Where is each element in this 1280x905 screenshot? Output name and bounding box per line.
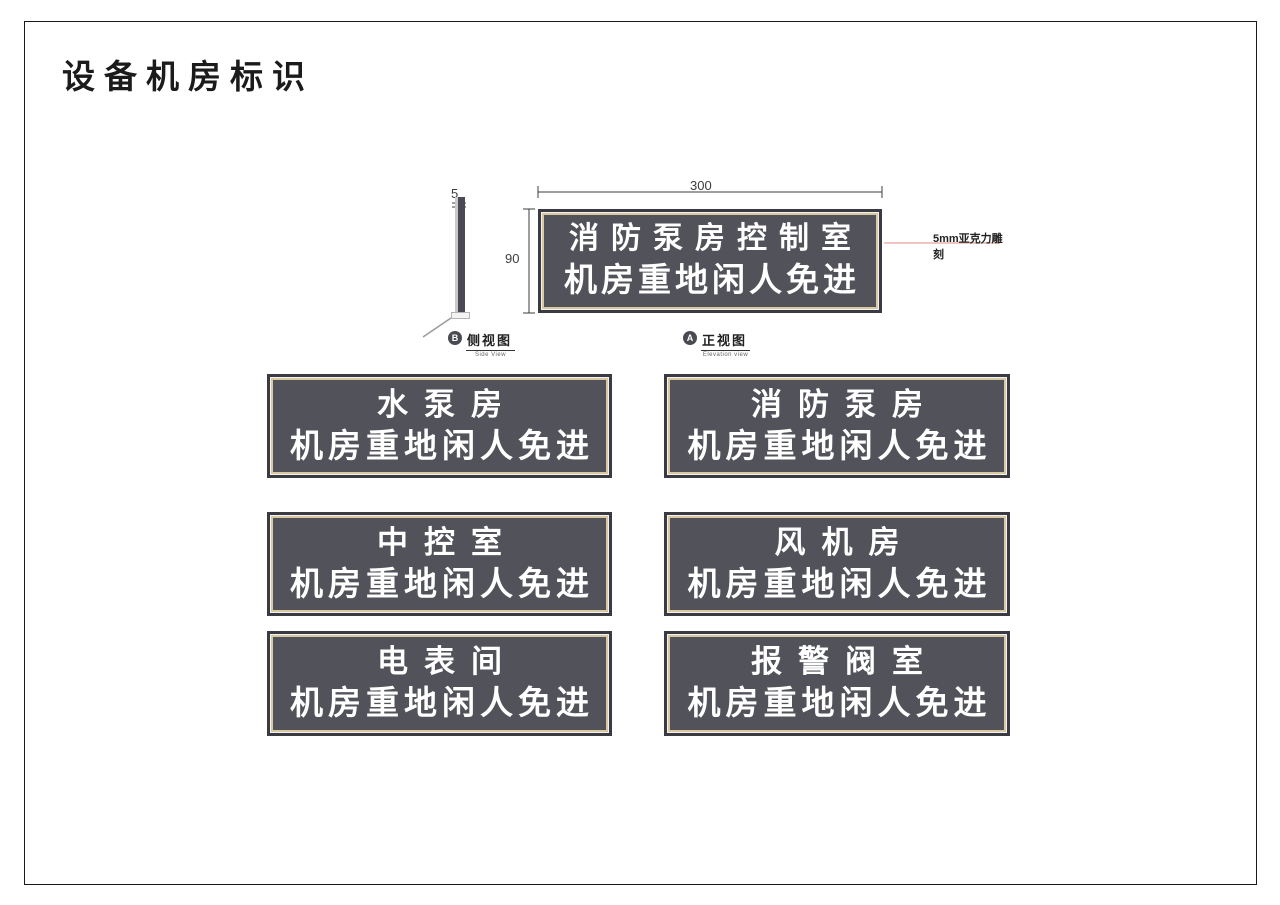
sign-room-name: 电表间: [377, 644, 518, 680]
front-view-label-en: Elevation view: [702, 352, 749, 358]
sign-warning: 机房重地闲人免进: [687, 564, 992, 602]
side-thickness-dimension: 5: [451, 186, 459, 201]
sign-plate-alarm-valve-room: 报警阀室 机房重地闲人免进: [664, 631, 1010, 736]
front-view-sign: 消防泵房控制室 机房重地闲人免进: [538, 209, 882, 313]
sign-warning: 机房重地闲人免进: [290, 426, 594, 464]
sign-room-name: 中控室: [377, 524, 518, 560]
front-view-sign-room-name: 消防泵房控制室: [569, 222, 863, 256]
material-annotation: 5mm亚克力雕刻: [933, 233, 1003, 261]
sign-room-name: 水泵房: [377, 386, 518, 422]
sign-warning: 机房重地闲人免进: [290, 564, 594, 602]
sign-plate-electric-meter-room: 电表间 机房重地闲人免进: [267, 631, 612, 736]
width-dimension-value: 300: [690, 178, 712, 193]
sign-warning: 机房重地闲人免进: [687, 684, 992, 722]
page-title: 设备机房标识: [62, 58, 314, 95]
front-view-badge: A: [683, 331, 697, 345]
side-view-badge: B: [448, 331, 462, 345]
sign-plate-water-pump-room: 水泵房 机房重地闲人免进: [267, 374, 612, 478]
side-view-label-en: Side View: [474, 352, 507, 358]
front-view-label: A 正视图 Elevation view: [683, 330, 751, 358]
front-view-label-cn: 正视图: [701, 330, 751, 351]
sign-warning: 机房重地闲人免进: [290, 684, 594, 722]
page-border: [24, 21, 1257, 885]
side-view-label-cn: 侧视图: [466, 330, 516, 351]
sign-plate-fan-room: 风机房 机房重地闲人免进: [664, 512, 1010, 616]
sign-room-name: 消防泵房: [751, 386, 939, 422]
height-dimension-value: 90: [505, 251, 520, 266]
sign-room-name: 风机房: [774, 524, 916, 560]
sign-warning: 机房重地闲人免进: [687, 426, 992, 464]
front-view-sign-warning: 机房重地闲人免进: [564, 260, 860, 298]
side-view-wall-edge: [451, 312, 470, 319]
sign-room-name: 报警阀室: [751, 644, 939, 680]
sign-plate-fire-pump-room: 消防泵房 机房重地闲人免进: [664, 374, 1010, 478]
sign-plate-central-control-room: 中控室 机房重地闲人免进: [267, 512, 612, 616]
side-view-label: B 侧视图 Side View: [448, 330, 516, 358]
side-view-panel: [455, 197, 465, 315]
